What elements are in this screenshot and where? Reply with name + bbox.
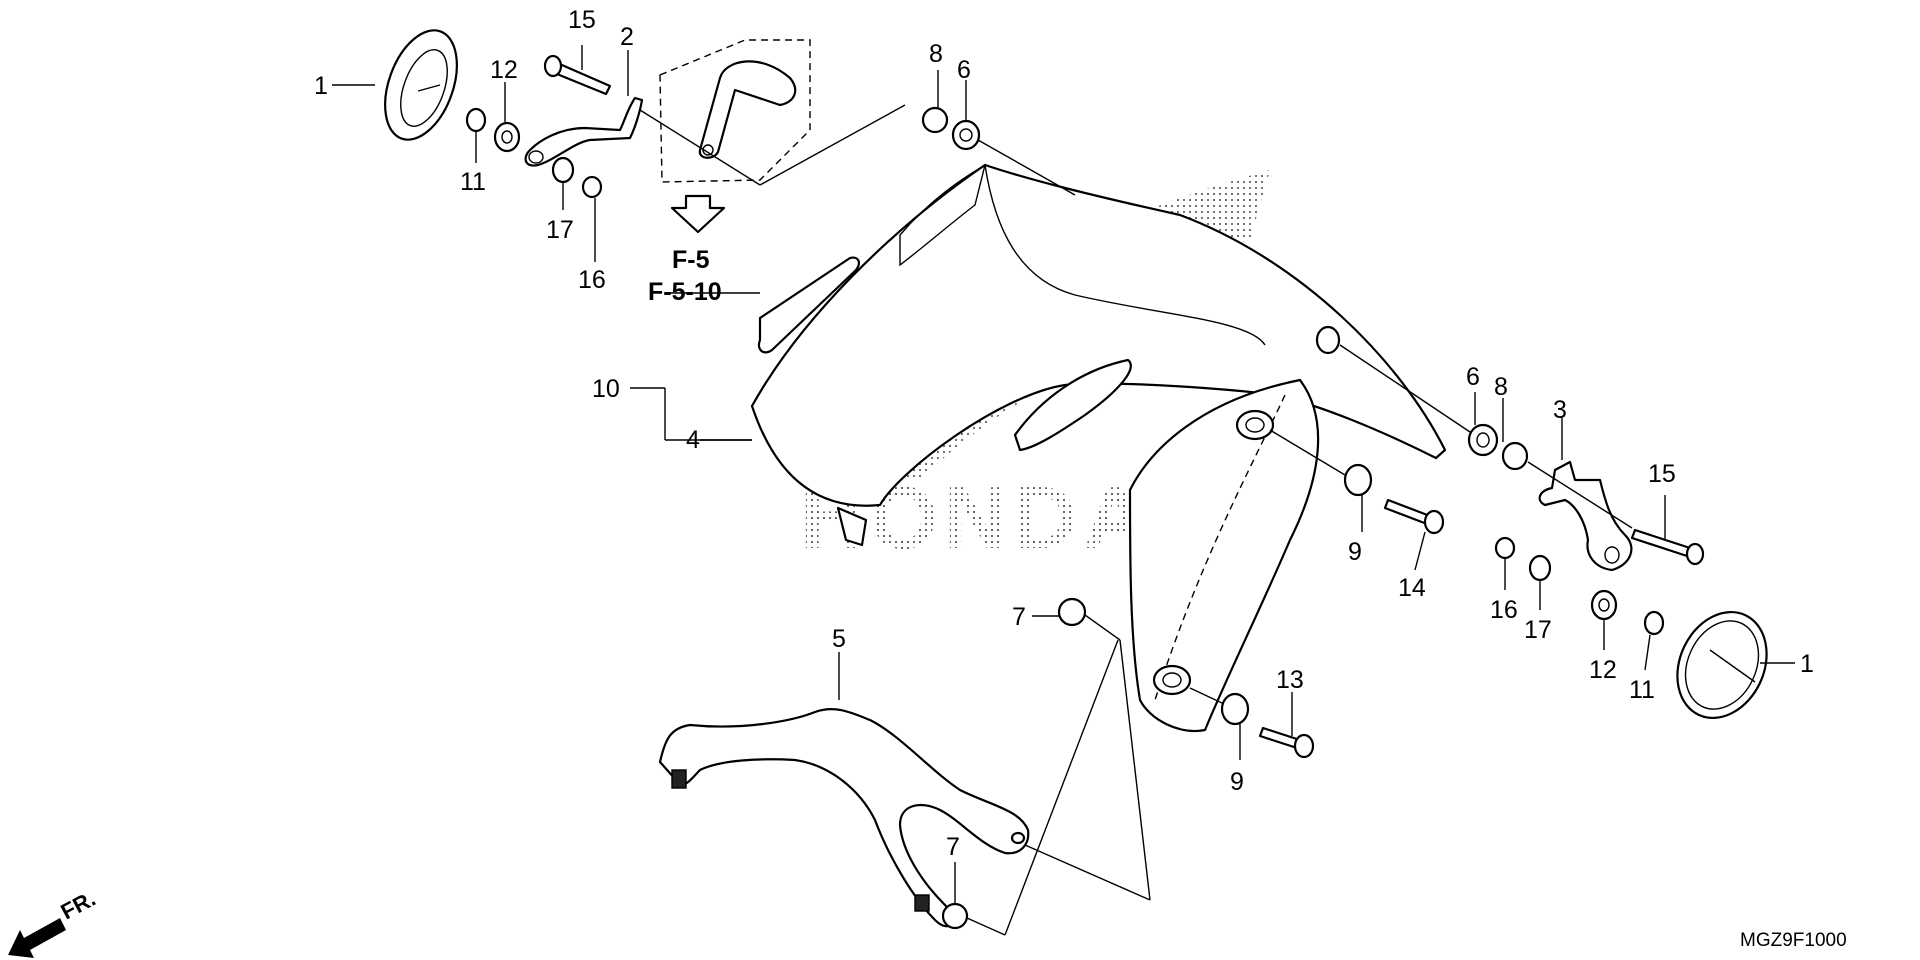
grommet-6-right — [1467, 423, 1499, 457]
washer-12-left — [493, 121, 521, 153]
callout-5: 5 — [832, 625, 846, 653]
bolt-15-right — [1630, 528, 1692, 558]
callout-9-lower: 9 — [1230, 768, 1244, 796]
callout-7-upper: 7 — [1012, 603, 1026, 631]
callout-15-right: 15 — [1648, 460, 1676, 488]
callout-15-left: 15 — [568, 6, 596, 34]
callout-17-left: 17 — [546, 216, 574, 244]
nut-11-right — [1643, 610, 1665, 636]
washer-12-left-hole — [501, 130, 513, 144]
grommet-7-lower — [941, 902, 969, 930]
washer-8-right — [1501, 441, 1529, 471]
collar-9-lower — [1220, 692, 1250, 726]
leader-lines — [332, 45, 1795, 936]
callout-16-right: 16 — [1490, 596, 1518, 624]
bracket-3-hole — [1604, 546, 1620, 564]
callout-1-right: 1 — [1800, 650, 1814, 678]
grommet-6-right-hole — [1476, 432, 1490, 448]
front-arrow-icon — [8, 918, 66, 958]
bracket-2 — [524, 96, 644, 167]
nut-16-right — [1494, 536, 1516, 560]
callout-8-top: 8 — [929, 40, 943, 68]
callout-11-left: 11 — [460, 168, 486, 196]
reflector-right — [1676, 610, 1768, 720]
callout-2: 2 — [620, 23, 634, 51]
bracket-3 — [1538, 460, 1633, 572]
reflector-left — [384, 29, 458, 141]
decal-strip-10 — [757, 256, 860, 354]
callout-labels: 1 12 11 15 2 17 16 8 6 10 4 6 8 3 15 9 1… — [314, 6, 1814, 861]
callout-12-left: 12 — [490, 56, 518, 84]
bolt-14 — [1383, 498, 1432, 526]
hose-clamp — [698, 60, 797, 159]
collar-9-upper — [1343, 463, 1373, 497]
washer-17-right — [1528, 554, 1552, 582]
callout-6-right: 6 — [1466, 363, 1480, 391]
diagram-code: MGZ9F1000 — [1740, 930, 1847, 951]
grommet-6-top-hole — [959, 128, 973, 142]
washer-12-right — [1590, 589, 1618, 621]
callout-13: 13 — [1276, 666, 1304, 694]
bolt-14-head — [1423, 509, 1445, 535]
nut-11-left — [465, 107, 487, 133]
front-fender — [750, 163, 1447, 733]
callout-12-right: 12 — [1589, 656, 1617, 684]
bracket-2-hole — [528, 150, 544, 164]
washer-17-left — [551, 156, 575, 184]
reference-line-2[interactable]: F-5-10 — [648, 278, 722, 306]
bolt-13-head — [1293, 733, 1315, 759]
washer-8-top — [921, 106, 949, 134]
callout-7-lower: 7 — [946, 833, 960, 861]
callout-4: 4 — [686, 426, 700, 454]
front-label: FR. — [57, 886, 100, 925]
callout-1-left: 1 — [314, 72, 328, 100]
reference-box — [659, 39, 811, 183]
grommet-6-top — [951, 119, 981, 151]
reference-line-1[interactable]: F-5 — [672, 246, 710, 274]
callout-9-upper: 9 — [1348, 538, 1362, 566]
washer-12-right-hole — [1598, 598, 1610, 612]
callout-10: 10 — [592, 375, 620, 403]
bolt-15-right-head — [1685, 542, 1705, 566]
callout-16-left: 16 — [578, 266, 606, 294]
arrow-down — [670, 194, 726, 234]
callout-14: 14 — [1398, 574, 1426, 602]
callout-8-right: 8 — [1494, 373, 1508, 401]
callout-17-right: 17 — [1524, 616, 1552, 644]
front-direction-indicator: FR. — [8, 886, 100, 958]
grommet-7-upper — [1057, 597, 1087, 627]
callout-11-right: 11 — [1629, 676, 1655, 704]
callout-6-top: 6 — [957, 56, 971, 84]
callout-3: 3 — [1553, 396, 1567, 424]
bolt-15-left-head — [543, 54, 563, 78]
nut-16-left — [581, 175, 603, 199]
fender-brace — [658, 708, 1030, 928]
